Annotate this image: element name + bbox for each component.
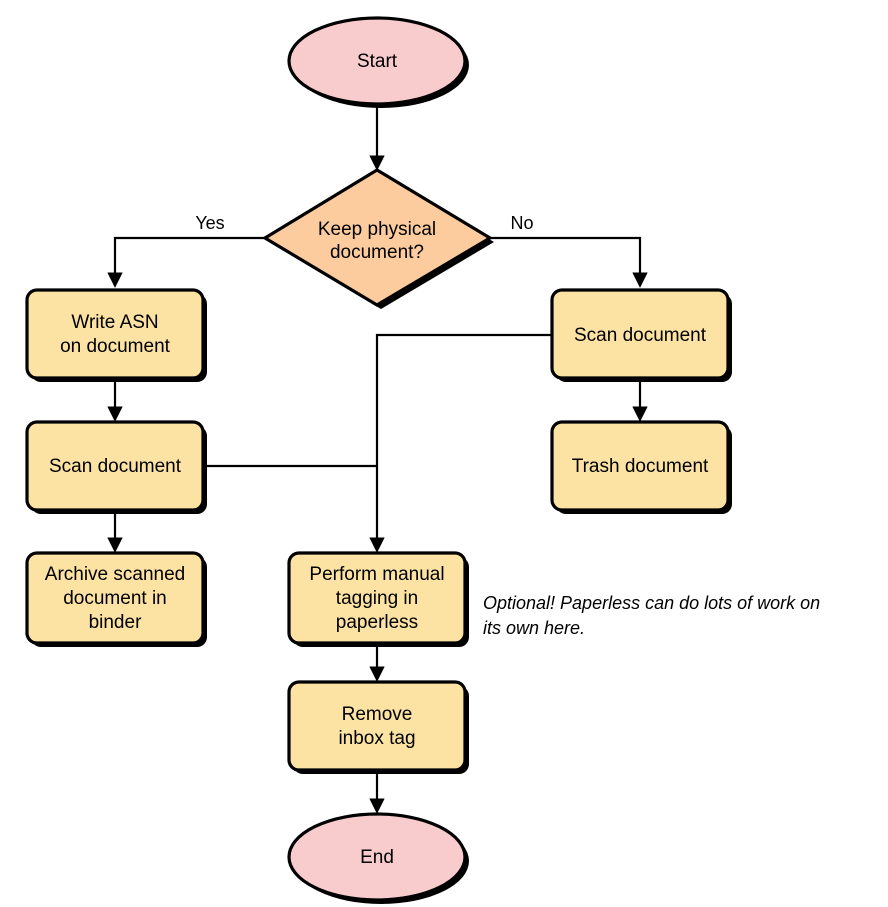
node-decision[interactable]: Keep physical document? xyxy=(261,168,494,309)
node-remove-inbox-tag[interactable]: Remove inbox tag xyxy=(287,680,469,774)
annotation-note: Optional! Paperless can do lots of work … xyxy=(483,593,820,638)
node-scan-document-left-label: Scan document xyxy=(49,456,182,477)
node-decision-label-line1: Keep physical xyxy=(318,219,436,240)
node-manual-tagging-label-line1: Perform manual xyxy=(309,564,444,585)
node-archive-document-label-line2: document in xyxy=(63,588,167,609)
edge-scanright-to-tagging xyxy=(369,333,552,553)
node-write-asn-label-line1: Write ASN xyxy=(71,312,158,333)
edge-decision-no xyxy=(490,236,648,288)
node-archive-document[interactable]: Archive scanned document in binder xyxy=(25,551,207,647)
annotation-note-line2: its own here. xyxy=(483,618,585,638)
edge-label-yes: Yes xyxy=(195,213,224,233)
node-end-label: End xyxy=(360,847,394,868)
node-start-label: Start xyxy=(357,51,398,72)
node-remove-inbox-tag-label-line1: Remove xyxy=(342,704,413,725)
node-scan-document-left[interactable]: Scan document xyxy=(25,420,207,514)
node-remove-inbox-tag-label-line2: inbox tag xyxy=(338,728,415,749)
node-trash-document-label: Trash document xyxy=(572,456,709,477)
edge-label-no: No xyxy=(510,213,533,233)
node-manual-tagging-label-line2: tagging in xyxy=(336,588,418,609)
node-trash-document[interactable]: Trash document xyxy=(550,420,732,514)
node-scan-document-right[interactable]: Scan document xyxy=(550,288,732,382)
node-archive-document-label-line3: binder xyxy=(89,612,142,633)
annotation-note-line1: Optional! Paperless can do lots of work … xyxy=(483,593,820,613)
node-scan-document-right-label: Scan document xyxy=(574,325,707,346)
node-end[interactable]: End xyxy=(287,812,469,904)
node-start[interactable]: Start xyxy=(287,16,469,108)
node-archive-document-label-line1: Archive scanned xyxy=(45,564,185,585)
node-manual-tagging[interactable]: Perform manual tagging in paperless xyxy=(287,551,469,647)
node-write-asn-label-line2: on document xyxy=(60,336,171,357)
edge-decision-yes xyxy=(107,236,265,288)
node-decision-label-line2: document? xyxy=(330,242,424,263)
node-manual-tagging-label-line3: paperless xyxy=(336,612,418,633)
node-write-asn[interactable]: Write ASN on document xyxy=(25,288,207,382)
